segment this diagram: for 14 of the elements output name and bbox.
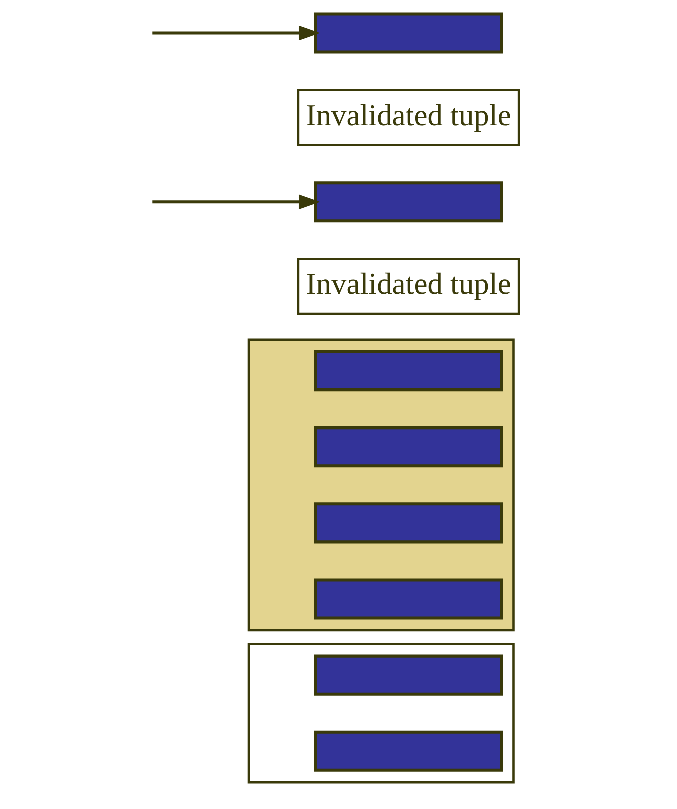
node-bar xyxy=(314,654,504,696)
node-bar xyxy=(314,730,504,772)
node-box: Invalidated tuple xyxy=(297,258,520,316)
node-bar xyxy=(314,12,504,54)
node-box: Invalidated tuple xyxy=(297,89,520,146)
node-bar xyxy=(314,578,504,620)
cluster xyxy=(248,643,515,784)
node-bar xyxy=(314,182,504,223)
arrow xyxy=(152,26,320,41)
arrow xyxy=(152,194,320,210)
node-bar xyxy=(314,426,504,468)
cluster xyxy=(248,338,515,632)
node-bar xyxy=(314,502,504,544)
node-bar xyxy=(314,350,504,392)
